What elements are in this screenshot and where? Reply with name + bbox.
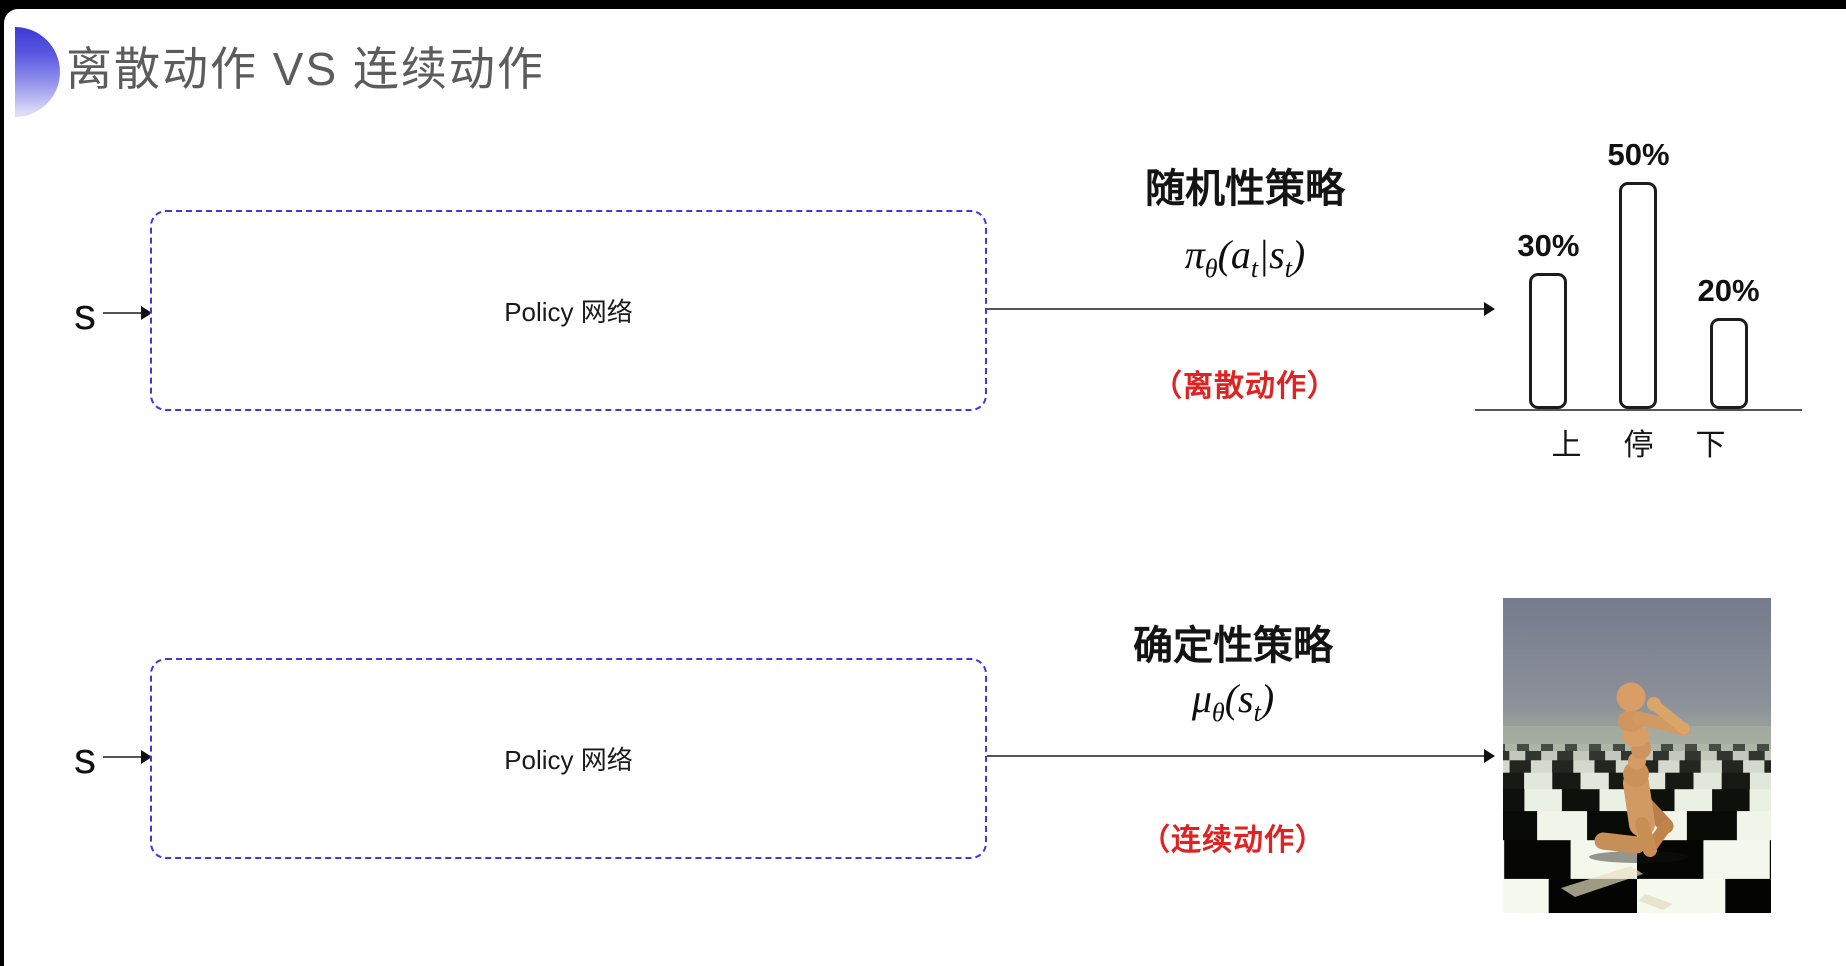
chart-baseline xyxy=(1475,409,1802,411)
bar-category-label: 上 xyxy=(1551,429,1582,462)
checkerboard-floor xyxy=(1503,744,1771,913)
bar-value-label: 50% xyxy=(1607,137,1670,172)
policy-network-box-row1: Policy 网络 xyxy=(150,210,987,411)
bar-category-label: 下 xyxy=(1695,429,1726,462)
output-arrow-row1 xyxy=(987,302,1495,316)
input-arrow-row1 xyxy=(103,306,152,320)
bar-chart-bars: 30% 50% 20% xyxy=(1475,118,1802,409)
arrowhead-icon xyxy=(1484,302,1495,316)
bar xyxy=(1619,182,1658,409)
bar-column: 30% xyxy=(1517,228,1579,409)
output-arrow-row2 xyxy=(987,749,1495,763)
policy-type-title-row2: 确定性策略 xyxy=(1133,624,1333,668)
arrowhead-icon xyxy=(141,306,152,320)
bar-value-label: 20% xyxy=(1697,273,1760,308)
policy-formula-row1: πθ(at|st) xyxy=(1184,232,1306,283)
policy-network-box-row2: Policy 网络 xyxy=(150,658,987,859)
input-state-label-row2: s xyxy=(74,734,96,783)
bar-column: 50% xyxy=(1607,137,1670,409)
bar xyxy=(1529,273,1568,409)
humanoid-figure xyxy=(1594,682,1691,857)
input-state-label-row1: s xyxy=(74,290,96,339)
arrowhead-icon xyxy=(1484,749,1495,763)
bar-category-label: 停 xyxy=(1623,429,1654,462)
humanoid-robot-image xyxy=(1503,598,1771,913)
action-type-label-row1: （离散动作） xyxy=(1152,370,1338,403)
title-decoration-semicircle-icon xyxy=(15,27,60,117)
input-arrow-row2 xyxy=(103,750,152,764)
page-title: 离散动作 VS 连续动作 xyxy=(66,43,545,95)
policy-box-label-row1: Policy 网络 xyxy=(504,297,633,327)
policy-box-label-row2: Policy 网络 xyxy=(504,745,633,775)
slide-canvas: 离散动作 VS 连续动作 s Policy 网络 随机性策略 πθ(at|st)… xyxy=(4,9,1846,966)
bar-column: 20% xyxy=(1698,273,1760,409)
bar xyxy=(1709,318,1748,409)
bar-value-label: 30% xyxy=(1517,228,1580,263)
action-type-label-row2: （连续动作） xyxy=(1140,824,1326,857)
policy-formula-row2: μθ(st) xyxy=(1191,676,1275,727)
arrowhead-icon xyxy=(141,750,152,764)
policy-type-title-row1: 随机性策略 xyxy=(1145,167,1345,211)
floor-reflections xyxy=(1561,851,1689,910)
bar-chart-categories: 上停下 xyxy=(1475,420,1802,464)
action-probability-chart: 30% 50% 20% 上 停 下 xyxy=(1475,118,1802,464)
